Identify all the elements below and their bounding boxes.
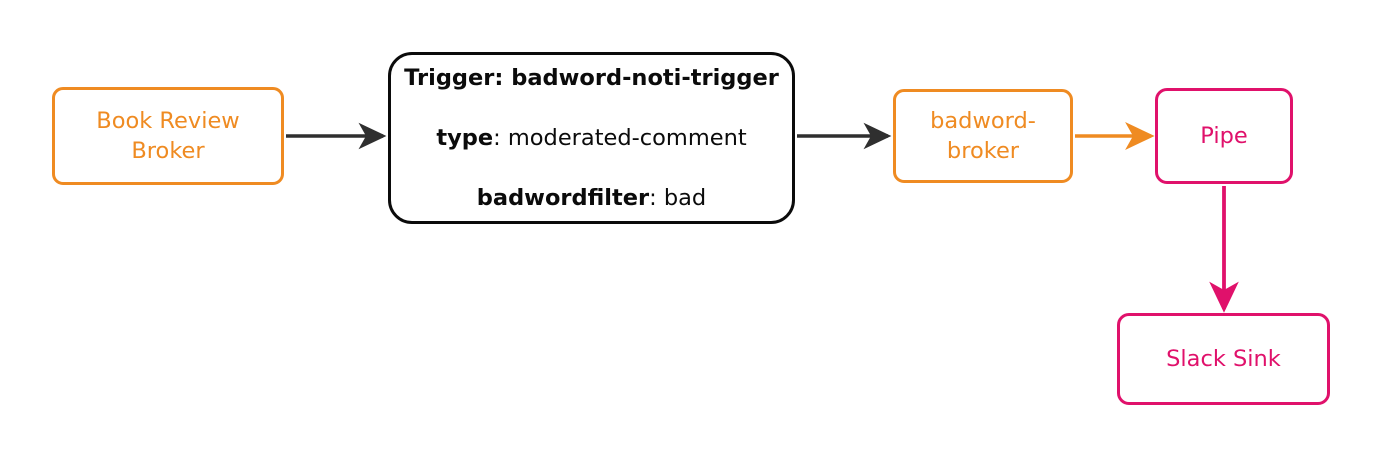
node-pipe[interactable]: Pipe [1155, 88, 1293, 184]
node-book-review-broker[interactable]: Book Review Broker [52, 87, 284, 185]
node-badword-broker-label: badword- broker [930, 107, 1036, 164]
trigger-line-1-key: Trigger: [404, 64, 504, 91]
node-trigger-label: Trigger: badword-noti-trigger type: mode… [391, 33, 792, 244]
trigger-line-2: type: moderated-comment [391, 123, 792, 153]
trigger-line-3-value: bad [663, 185, 707, 212]
trigger-line-2-value: moderated-comment [507, 124, 747, 151]
trigger-line-2-sep: : [493, 124, 508, 151]
trigger-line-3: badwordfilter: bad [391, 183, 792, 213]
node-badword-broker[interactable]: badword- broker [893, 89, 1073, 183]
trigger-line-3-sep: : [649, 185, 664, 212]
trigger-line-2-key: type [436, 124, 494, 151]
node-pipe-label: Pipe [1200, 122, 1248, 149]
node-slack-sink[interactable]: Slack Sink [1117, 313, 1330, 405]
node-slack-sink-label: Slack Sink [1166, 345, 1281, 372]
trigger-line-1: Trigger: badword-noti-trigger [391, 63, 792, 93]
node-trigger[interactable]: Trigger: badword-noti-trigger type: mode… [388, 52, 795, 224]
node-book-review-broker-label: Book Review Broker [96, 107, 240, 164]
trigger-line-1-value-text: badword-noti-trigger [511, 64, 779, 91]
trigger-line-3-key: badwordfilter [476, 185, 650, 212]
